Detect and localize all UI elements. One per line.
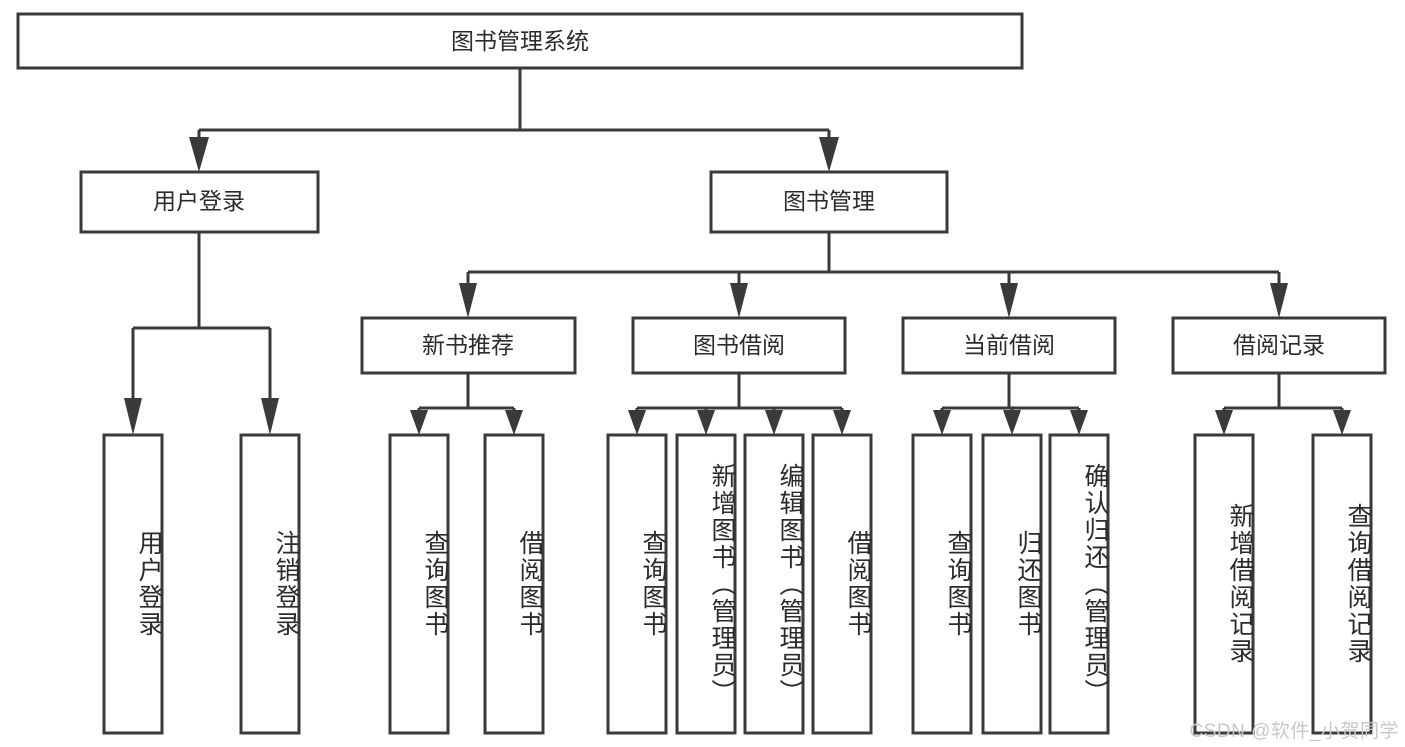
connector-group-book-manage [459,232,1288,318]
connector-group-user-login [124,232,279,435]
arrow-head-leaf-borrow-book-2 [833,410,851,435]
node-root[interactable]: 图书管理系统 [16,12,1024,70]
arrow-head-leaf-return-book [1003,410,1021,435]
leaf-box-query-book-3[interactable] [911,433,973,735]
node-box-book-borrow[interactable] [631,316,847,375]
leaf-box-query-record[interactable] [1311,433,1373,735]
node-box-user-login[interactable] [79,170,320,234]
node-label-book-manage: 图书管理 [783,188,875,214]
node-book-manage[interactable]: 图书管理 [709,170,949,234]
leaf-box-borrow-book-1[interactable] [483,433,545,735]
arrow-head-record [1270,283,1288,318]
arrow-head-leaf-add-record [1215,410,1233,435]
arrow-head-user-login [189,137,209,172]
leaf-box-add-book[interactable] [675,433,737,735]
node-box-current-borrow[interactable] [901,316,1117,375]
arrow-head-leaf-user-login [124,398,142,435]
node-user-login[interactable]: 用户登录 [79,170,320,234]
arrow-head-new-book [459,283,477,318]
leaf-box-edit-book[interactable] [743,433,805,735]
arrow-head-leaf-query-book-3 [933,410,951,435]
connector-group-record [1215,373,1351,435]
leaf-box-logout[interactable] [239,433,301,735]
arrow-head-leaf-confirm-return [1070,410,1088,435]
connector-group-new-book [410,373,523,435]
node-box-root[interactable] [16,12,1024,70]
arrow-head-leaf-add-book [697,410,715,435]
watermark-text: CSDN @软件_小贺同学 [1189,721,1399,742]
arrow-head-book-manage [819,137,839,172]
node-new-book-recommend[interactable]: 新书推荐 [360,316,577,375]
leaf-box-confirm-return[interactable] [1048,433,1110,735]
node-label-user-login: 用户登录 [153,188,245,214]
leaf-box-borrow-book-2[interactable] [811,433,873,735]
node-box-new-book-recommend[interactable] [360,316,577,375]
node-label-borrow-record: 借阅记录 [1233,332,1325,358]
leaf-box-query-book-2[interactable] [606,433,668,735]
node-box-book-manage[interactable] [709,170,949,234]
arrow-head-borrow [730,283,748,318]
node-box-borrow-record[interactable] [1171,316,1387,375]
arrow-head-leaf-edit-book [765,410,783,435]
arrow-head-leaf-query-record [1333,410,1351,435]
arrow-head-leaf-query-book-2 [628,410,646,435]
connector-group-borrow [628,373,851,435]
arrow-head-leaf-query-book-1 [410,410,428,435]
node-label-current-borrow: 当前借阅 [963,332,1055,358]
connector-group-root [189,68,839,172]
leaf-box-return-book[interactable] [981,433,1043,735]
leaf-box-query-book-1[interactable] [388,433,450,735]
node-current-borrow[interactable]: 当前借阅 [901,316,1117,375]
connector-group-current [933,373,1088,435]
leaf-box-user-login[interactable] [102,433,164,735]
node-borrow-record[interactable]: 借阅记录 [1171,316,1387,375]
node-book-borrow[interactable]: 图书借阅 [631,316,847,375]
node-label-root: 图书管理系统 [451,28,589,54]
arrow-head-leaf-logout [261,398,279,435]
arrow-head-current [1000,283,1018,318]
arrow-head-leaf-borrow-book-1 [505,410,523,435]
leaf-box-add-record[interactable] [1193,433,1255,735]
node-label-book-borrow: 图书借阅 [693,332,785,358]
node-label-new-book-recommend: 新书推荐 [422,332,514,358]
